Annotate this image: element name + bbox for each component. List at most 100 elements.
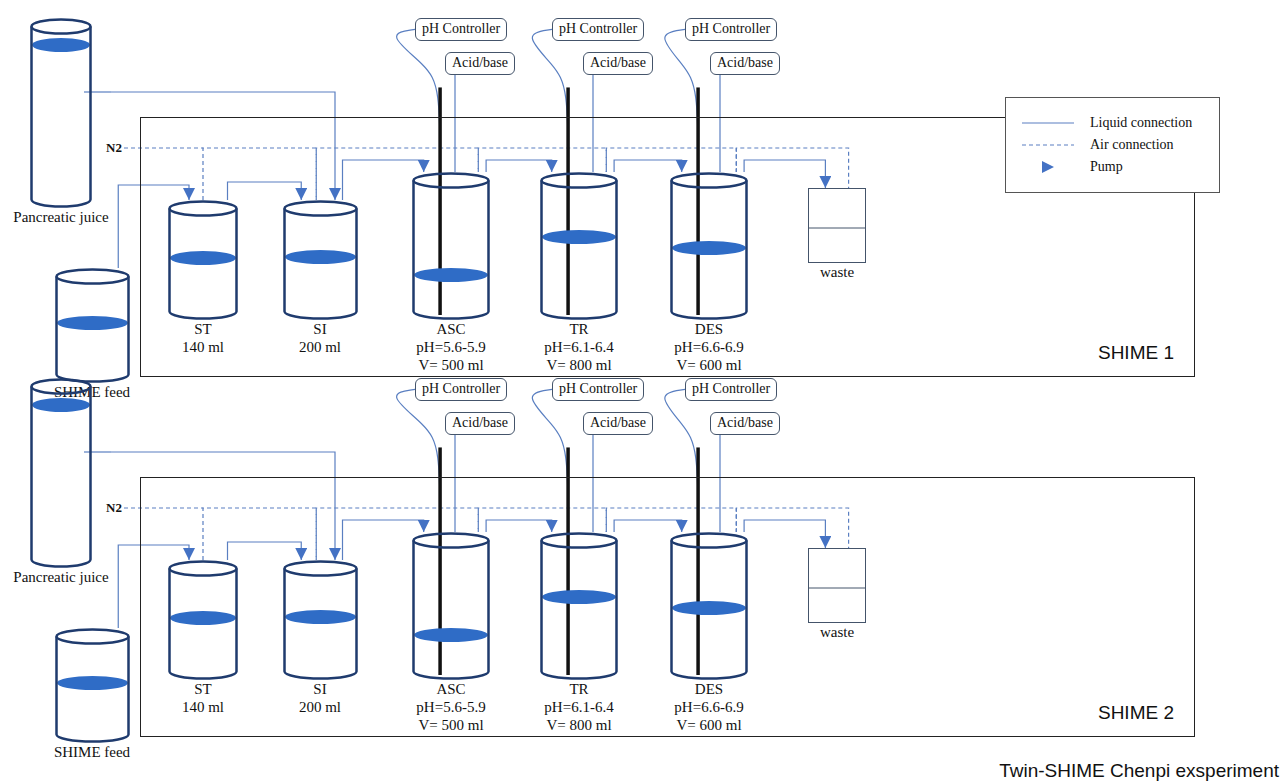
liquid-connection: [228, 182, 302, 200]
control-line: [665, 389, 698, 532]
liquid-level: [672, 601, 746, 615]
liquid-level: [170, 251, 236, 265]
control-line: [532, 389, 568, 532]
vessel-spec: pH=5.6-5.9: [416, 338, 485, 356]
vessel-shape: [55, 268, 130, 383]
pump-symbol: [1042, 161, 1054, 173]
vessel-spec: 140 ml: [182, 338, 224, 356]
liquid-level: [285, 250, 356, 264]
vessel: SHIME feed: [52, 268, 133, 401]
vessel-wall: [32, 387, 91, 567]
vessel: ASCpH=5.6-5.9V= 500 ml: [412, 172, 490, 374]
box-label: pH Controller: [692, 380, 770, 399]
box-label: Acid/base: [590, 414, 646, 433]
vessel-wall: [542, 181, 617, 319]
vessel-spec: V= 500 ml: [418, 716, 483, 734]
vessel: SI200 ml: [283, 200, 358, 356]
liquid-connection: [486, 160, 552, 172]
vessel: DESpH=6.6-6.9V= 600 ml: [670, 172, 748, 374]
box-label: pH Controller: [422, 20, 500, 39]
vessel-name: SI: [313, 320, 326, 338]
waste-shape: [808, 548, 866, 623]
vessel: SI200 ml: [283, 560, 358, 716]
vessel-rim: [414, 174, 489, 188]
vessel-name: Pancreatic juice: [13, 568, 108, 586]
vessel-name: Pancreatic juice: [13, 208, 108, 226]
outlet-tube: [84, 91, 111, 92]
caption: Twin-SHIME Chenpi exsperiment: [999, 760, 1279, 782]
vessel-rim: [56, 270, 128, 284]
liquid-level: [542, 590, 616, 604]
box-label: Acid/base: [590, 54, 646, 73]
control-line: [397, 29, 440, 172]
vessel: ASCpH=5.6-5.9V= 500 ml: [412, 532, 490, 734]
vessel-rim: [32, 20, 91, 34]
vessel-spec: pH=6.6-6.9: [674, 338, 743, 356]
waste-container: waste: [808, 548, 866, 641]
outlet-tube: [84, 451, 111, 452]
air-connection: [203, 148, 316, 200]
liquid-connection: [343, 160, 424, 200]
control-line: [592, 435, 593, 532]
control-box: pH Controller: [415, 18, 507, 41]
vessel-name: waste: [820, 623, 854, 641]
vessel-rim: [170, 562, 237, 576]
ph-probe: [696, 447, 700, 675]
waste-outline: [809, 549, 866, 623]
control-line: [665, 29, 698, 172]
control-box: Acid/base: [445, 412, 515, 435]
liquid-level: [672, 241, 746, 255]
liquid-level: [32, 38, 90, 52]
vessel-spec: V= 800 ml: [546, 356, 611, 374]
vessel-spec: V= 500 ml: [418, 356, 483, 374]
vessel-shape: [30, 378, 92, 568]
box-label: pH Controller: [422, 380, 500, 399]
vessel-shape: [540, 172, 618, 320]
vessel: TRpH=6.1-6.4V= 800 ml: [540, 172, 618, 374]
vessel-shape: [670, 172, 748, 320]
liquid-level: [57, 676, 128, 690]
vessel-spec: 200 ml: [299, 338, 341, 356]
vessel-shape: [30, 18, 92, 208]
vessel-name: SHIME feed: [54, 743, 130, 761]
vessel-rim: [284, 202, 356, 216]
vessel-wall: [32, 27, 91, 207]
legend-label: Liquid connection: [1090, 115, 1192, 131]
vessel-wall: [284, 209, 356, 319]
control-box: Acid/base: [710, 412, 780, 435]
vessel-shape: [283, 560, 358, 680]
air-connection: [478, 508, 606, 532]
vessel: DESpH=6.6-6.9V= 600 ml: [670, 532, 748, 734]
waste-level: [809, 588, 866, 589]
vessel-spec: V= 800 ml: [546, 716, 611, 734]
ph-probe: [566, 447, 570, 675]
air-connection: [736, 148, 848, 188]
gas-label: N2: [106, 140, 122, 156]
vessel-shape: [55, 628, 130, 743]
vessel: ST140 ml: [168, 200, 238, 356]
liquid-connection: [111, 92, 335, 200]
control-line: [719, 75, 720, 172]
panel-title: SHIME 2: [1098, 702, 1174, 724]
vessel-shape: [412, 172, 490, 320]
control-box: Acid/base: [445, 52, 515, 75]
legend-label: Air connection: [1090, 137, 1174, 153]
vessel: SHIME feed: [52, 628, 133, 761]
legend-row: Pump: [1020, 156, 1211, 178]
air-connection: [736, 508, 848, 548]
liquid-connection: [614, 520, 682, 532]
control-box: Acid/base: [583, 52, 653, 75]
vessel-wall: [672, 541, 747, 679]
control-line: [592, 75, 593, 172]
liquid-connection: [744, 160, 825, 188]
vessel-shape: [283, 200, 358, 320]
legend-row: Air connection: [1020, 134, 1211, 156]
vessel-rim: [56, 630, 128, 644]
box-label: Acid/base: [717, 414, 773, 433]
vessel-name: DES: [695, 320, 723, 338]
liquid-level: [414, 628, 488, 642]
vessel-name: ASC: [436, 680, 465, 698]
vessel-rim: [672, 174, 747, 188]
connectors: [111, 29, 849, 628]
